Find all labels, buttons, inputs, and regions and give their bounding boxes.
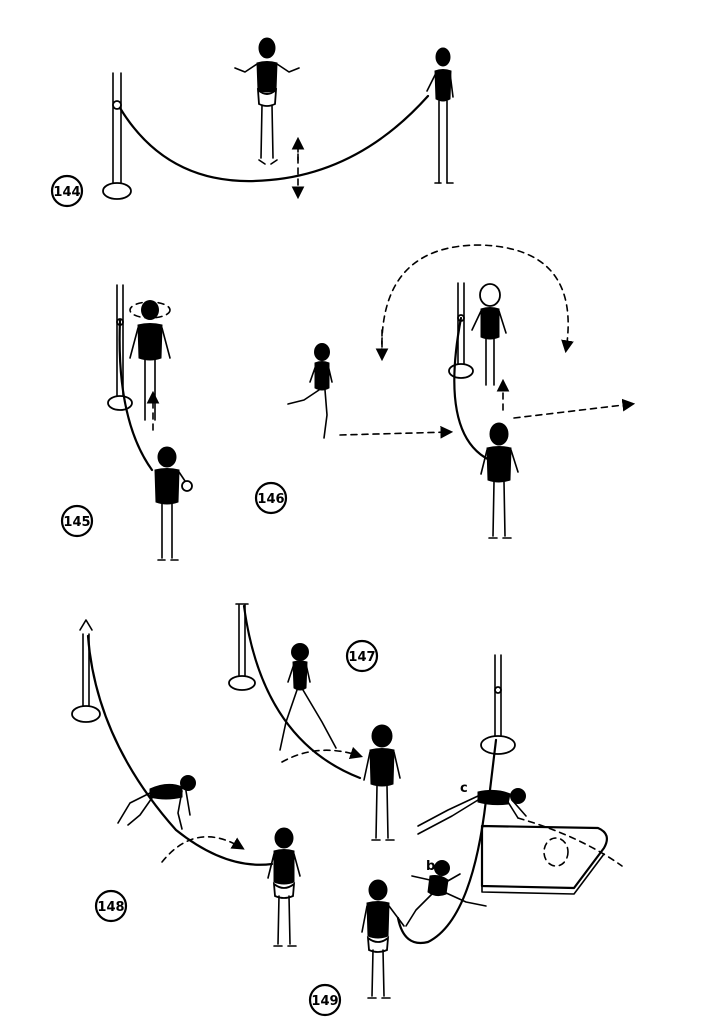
rope-144 [118,94,430,183]
jumper-145 [129,300,171,421]
run-arrow-146 [339,425,454,439]
figure-147: 147 [228,603,401,841]
pole-144 [102,72,132,200]
landing-mark-149 [543,837,569,867]
croucher-148 [117,775,196,830]
pole-149 [480,654,516,755]
rope-149 [396,738,498,945]
svg-text:147: 147 [348,650,375,665]
rope-146 [453,316,496,464]
pole-146 [448,282,474,379]
svg-text:146: 146 [257,492,284,507]
figure-label-144: 144 [50,174,84,208]
orbit-arrow-146 [381,244,574,356]
turner-147 [363,724,401,841]
turner-145 [154,446,193,561]
holder-144 [426,47,454,184]
figure-label-146: 146 [254,481,288,515]
annotation-b: b [426,859,435,874]
figure-label-149: 149 [308,983,342,1017]
diver-149-c [417,788,527,835]
figure-label-148: 148 [94,889,128,923]
jumper-146 [471,283,507,386]
pole-148 [71,619,101,723]
leaper-147 [279,643,337,751]
figure-149: c b 149 [308,654,623,1017]
svg-text:144: 144 [53,185,80,200]
rope-145 [118,318,154,472]
svg-text:145: 145 [63,515,90,530]
figure-145: 145 [60,284,193,561]
figure-144: 144 [50,37,454,208]
jumper-149-b [405,860,487,927]
pole-147 [228,603,256,691]
runner-146 [287,343,333,439]
rope-148 [86,634,274,866]
svg-text:148: 148 [97,900,124,915]
rope-147 [242,604,362,780]
figure-label-145: 145 [60,504,94,538]
svg-text:149: 149 [311,994,338,1009]
turner-149 [361,879,405,999]
turner-146 [480,422,519,539]
figure-148: 148 [71,619,301,947]
jumper-144 [234,37,300,165]
turner-148 [267,827,301,947]
mat-149 [480,824,609,890]
annotation-c: c [460,781,468,796]
figure-146: 146 [254,244,636,539]
figure-label-147: 147 [345,639,379,673]
